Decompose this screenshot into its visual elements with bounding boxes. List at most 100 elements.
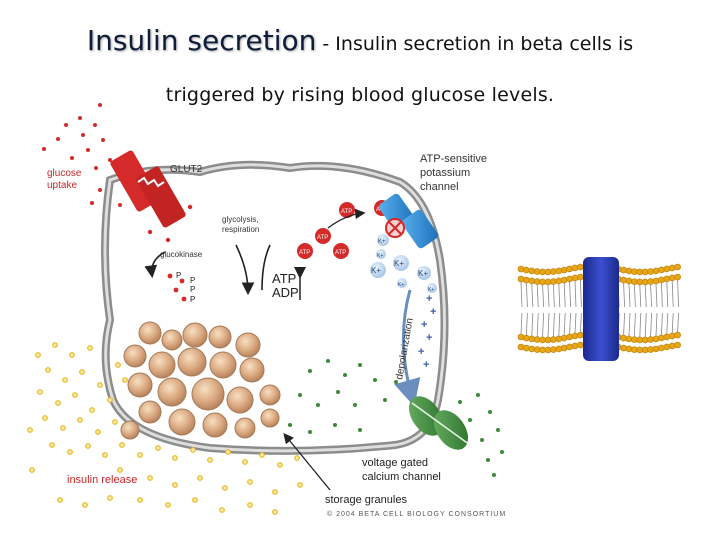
lipid-head (528, 277, 536, 285)
lipid-head (533, 268, 541, 275)
svg-text:K+: K+ (378, 239, 386, 245)
lipid-head (523, 276, 530, 284)
lipid-tail (671, 312, 674, 333)
glycolysis-arrow (235, 244, 255, 296)
copyright-notice: © 2004 BETA CELL BIOLOGY CONSORTIUM (327, 510, 506, 518)
lipid-tail (520, 312, 523, 335)
lipid-head (647, 336, 654, 343)
svg-text:+: + (423, 359, 429, 371)
insulin-release-label: insulin release (67, 474, 137, 486)
lipid-head (550, 336, 557, 343)
glucokinase-arrow (144, 251, 166, 279)
lipid-head (577, 341, 584, 349)
lipid-tail (639, 312, 642, 337)
svg-text:+: + (418, 346, 424, 358)
lipid-head (620, 344, 627, 352)
lipid-head (544, 336, 552, 344)
lipid-tail (563, 312, 566, 336)
lipid-tail (526, 283, 528, 308)
svg-text:ATP-sensitive: ATP-sensitive (420, 153, 487, 165)
lipid-tail (580, 312, 582, 333)
svg-text:uptake: uptake (47, 180, 77, 191)
lipid-head (555, 267, 563, 275)
lipid-head (544, 346, 552, 354)
lipid-head (652, 267, 660, 275)
lipid-tail (536, 312, 539, 337)
lipid-head (625, 335, 633, 343)
lipid-tail (623, 312, 625, 336)
lipid-tail (569, 312, 571, 334)
lipid-tail (650, 284, 652, 308)
lipid-head (652, 345, 660, 353)
calcium-ion-dots (288, 359, 504, 477)
slide-subtitle-part-2: triggered by rising blood glucose levels… (165, 84, 555, 106)
lipid-head (517, 333, 525, 341)
lipid-head (577, 273, 584, 281)
lipid-head (658, 334, 665, 342)
glucokinase-label: glucokinase (160, 250, 203, 259)
svg-text:ATP: ATP (335, 250, 346, 256)
lipid-head (674, 263, 681, 271)
lipid-head (571, 342, 579, 350)
lipid-head (636, 346, 644, 354)
lipid-tail (526, 312, 528, 336)
storage-granules-pointer (283, 432, 331, 491)
lipid-head (620, 334, 627, 342)
lipid-head (631, 268, 638, 275)
slide-title: Insulin secretion (86, 24, 317, 57)
lipid-tail (531, 312, 534, 336)
lipid-head (533, 346, 541, 353)
lipid-tail (655, 312, 658, 336)
adp-label: ADP (272, 285, 299, 300)
lipid-head (631, 346, 638, 353)
positive-charges: + + + + + + (418, 293, 436, 371)
lipid-head (658, 276, 665, 284)
lipid-head (555, 277, 563, 285)
lipid-head (528, 267, 536, 275)
storage-granules (120, 321, 281, 440)
svg-text:K+: K+ (377, 253, 383, 259)
lipid-head (631, 278, 638, 285)
lipid-tail (634, 312, 636, 337)
lipid-tail (580, 280, 582, 308)
lipid-head (566, 265, 573, 273)
lipid-head (668, 274, 676, 282)
svg-text:K+: K+ (371, 266, 381, 275)
lipid-head (647, 346, 654, 353)
lipid-tail (655, 283, 658, 308)
lipid-tail (671, 280, 674, 308)
lipid-head (674, 331, 681, 339)
lipid-head (517, 265, 525, 273)
lipid-head (566, 343, 573, 351)
lipid-tail (547, 312, 550, 337)
lipid-head (668, 264, 676, 272)
lipid-tail (650, 312, 652, 337)
lipid-head (539, 268, 546, 276)
lipid-tail (536, 284, 539, 308)
svg-text:+: + (426, 293, 432, 305)
lipid-head (560, 266, 568, 274)
glucose-uptake-label: glucose uptake (47, 168, 82, 191)
lipid-head (658, 266, 665, 274)
atp-label: ATP (272, 271, 296, 286)
lipid-head (539, 346, 546, 354)
lipid-tail (520, 281, 523, 308)
lipid-tail (677, 279, 679, 308)
membrane-channel-figure (517, 257, 681, 361)
lipid-tail (677, 312, 679, 333)
lipid-head (652, 277, 660, 285)
glut2-transporter (110, 150, 186, 228)
glut2-label: GLUT2 (170, 164, 203, 175)
lipid-head (533, 336, 541, 343)
svg-text:K+: K+ (394, 259, 404, 268)
lipid-head (663, 275, 671, 283)
k-channel-label: ATP-sensitive potassium channel (420, 153, 487, 193)
lipid-tail (661, 282, 663, 308)
voltage-gated-calcium-channel (408, 396, 471, 450)
lipid-head (674, 273, 681, 281)
lipid-head (636, 336, 644, 344)
lipid-head (528, 345, 536, 353)
lipid-head (668, 342, 676, 350)
lipid-head (625, 277, 633, 285)
